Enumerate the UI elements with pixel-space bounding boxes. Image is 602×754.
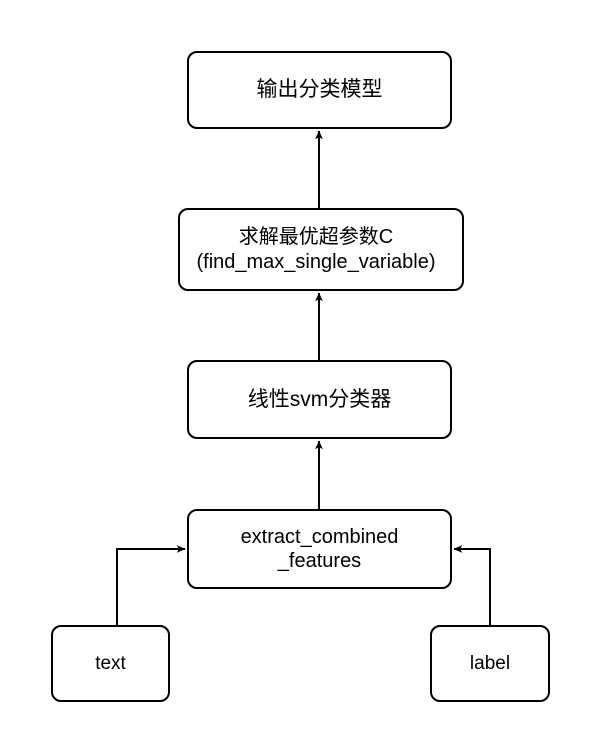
node-linear-svm-label: 线性svm分类器 bbox=[247, 387, 392, 411]
node-extract-features-label: extract_combined _features bbox=[240, 525, 399, 572]
node-linear-svm[interactable]: 线性svm分类器 bbox=[187, 360, 452, 439]
node-text[interactable]: text bbox=[51, 625, 170, 702]
node-label[interactable]: label bbox=[430, 625, 550, 702]
node-extract-features[interactable]: extract_combined _features bbox=[187, 509, 452, 589]
node-output-model[interactable]: 输出分类模型 bbox=[187, 51, 452, 129]
edge-text-to-extract bbox=[116, 545, 186, 625]
node-output-model-label: 输出分类模型 bbox=[256, 78, 383, 102]
edge-label-to-extract bbox=[453, 545, 491, 625]
node-label-label: label bbox=[469, 652, 511, 674]
node-solve-c[interactable]: 求解最优超参数C (find_max_single_variable) bbox=[178, 208, 464, 291]
node-text-label: text bbox=[95, 652, 126, 674]
node-solve-c-label: 求解最优超参数C (find_max_single_variable) bbox=[196, 226, 436, 273]
